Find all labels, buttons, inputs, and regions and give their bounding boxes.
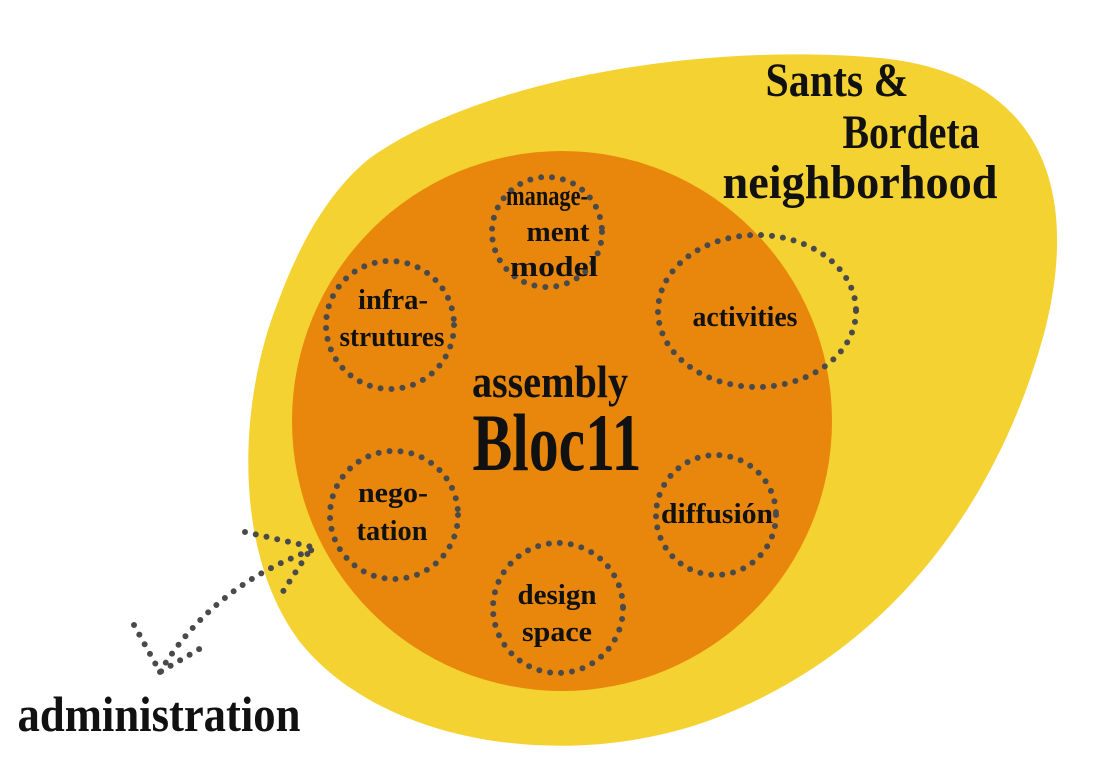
management-label-3: model	[510, 252, 598, 283]
administration-label: administration	[18, 686, 301, 742]
bloc11-label: Bloc11	[473, 397, 642, 488]
neighborhood-label-line3: neighborhood	[723, 156, 998, 209]
negotiation-label-1: nego-	[358, 478, 428, 509]
diffusion-circle	[653, 452, 779, 578]
neighborhood-label-line1: Sants &	[766, 54, 909, 107]
activities-label: activities	[693, 302, 798, 333]
diffusion-label: diffusión	[661, 499, 773, 530]
arrow-line	[157, 547, 315, 675]
arrow-head-administration	[131, 622, 211, 677]
negotiation-label-2: tation	[357, 516, 428, 547]
management-circle	[489, 174, 605, 290]
management-label-2: ment	[527, 217, 591, 248]
design-space-circle	[490, 540, 626, 676]
infrastructures-label-2: strutures	[340, 322, 445, 353]
activities-circle	[655, 232, 859, 390]
infrastructures-circle	[323, 258, 457, 392]
administration-arrows	[131, 529, 317, 677]
management-label-1: manage-	[506, 181, 588, 212]
assembly-label: assembly	[472, 356, 628, 407]
infrastructures-label-1: infra-	[358, 285, 428, 316]
assembly-circle	[292, 151, 832, 691]
arrow-head-negotiation	[242, 529, 317, 596]
space-label: space	[522, 617, 592, 648]
neighborhood-label-line2: Bordeta	[843, 106, 980, 159]
design-label: design	[518, 580, 597, 611]
negotiation-circle	[327, 448, 461, 582]
